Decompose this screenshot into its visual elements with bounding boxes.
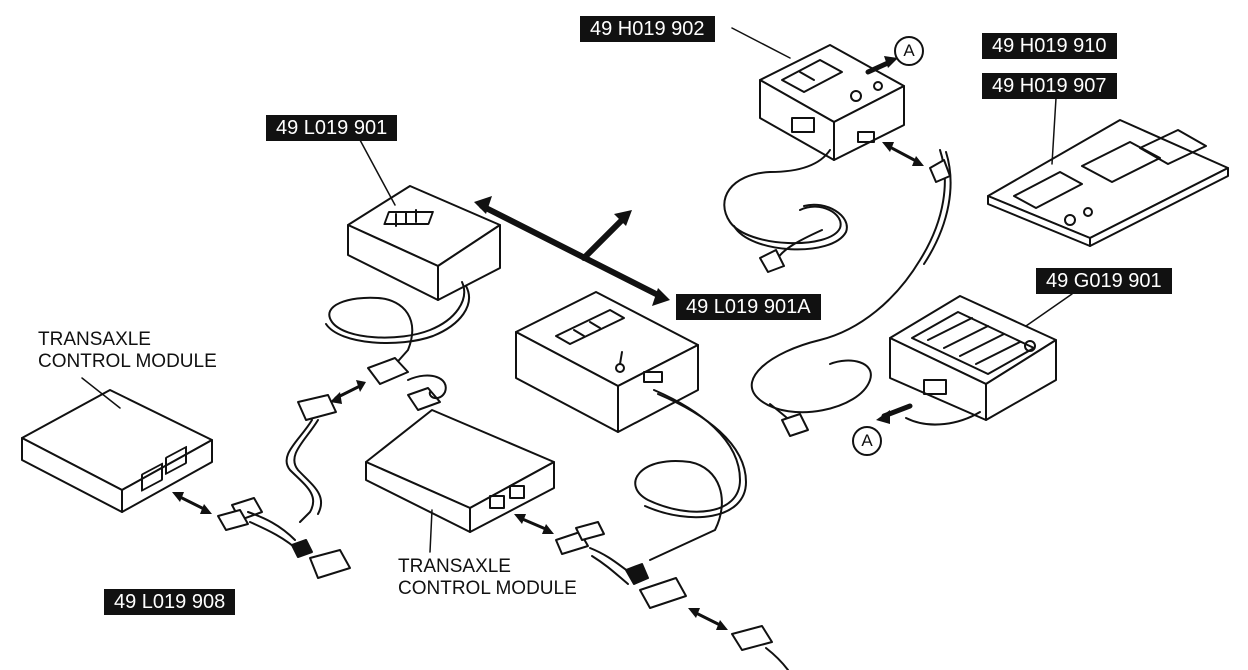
- part-label-l019-901: 49 L019 901: [266, 115, 398, 141]
- part-label-l019-901a: 49 L019 901A: [676, 294, 821, 320]
- tester-box-g019-901: [889, 295, 1057, 421]
- module-label-center-line2: CONTROL MODULE: [398, 578, 577, 599]
- part-label-h019-907: 49 H019 907: [982, 73, 1117, 99]
- connection-mark-top: A: [894, 36, 924, 66]
- part-label-h019-902: 49 H019 902: [580, 16, 715, 42]
- module-label-center-line1: TRANSAXLE: [398, 556, 511, 577]
- part-label-h019-910: 49 H019 910: [982, 33, 1117, 59]
- connection-mark-bottom: A: [852, 426, 882, 456]
- module-label-left-line1: TRANSAXLE: [38, 329, 151, 350]
- connection-arrows: [172, 56, 924, 630]
- tester-box-l019-901: [347, 185, 501, 301]
- tester-box-h019-902: [759, 44, 905, 161]
- harness-l019-908: [217, 394, 351, 579]
- part-label-l019-908: 49 L019 908: [104, 589, 236, 615]
- part-label-g019-901: 49 G019 901: [1036, 268, 1172, 294]
- module-label-left-line2: CONTROL MODULE: [38, 351, 217, 372]
- tester-box-l019-901a: [515, 291, 699, 433]
- tester-panel-h019-907: [987, 119, 1229, 247]
- transaxle-control-module-left: [21, 389, 213, 513]
- transaxle-control-module-center: [365, 409, 555, 533]
